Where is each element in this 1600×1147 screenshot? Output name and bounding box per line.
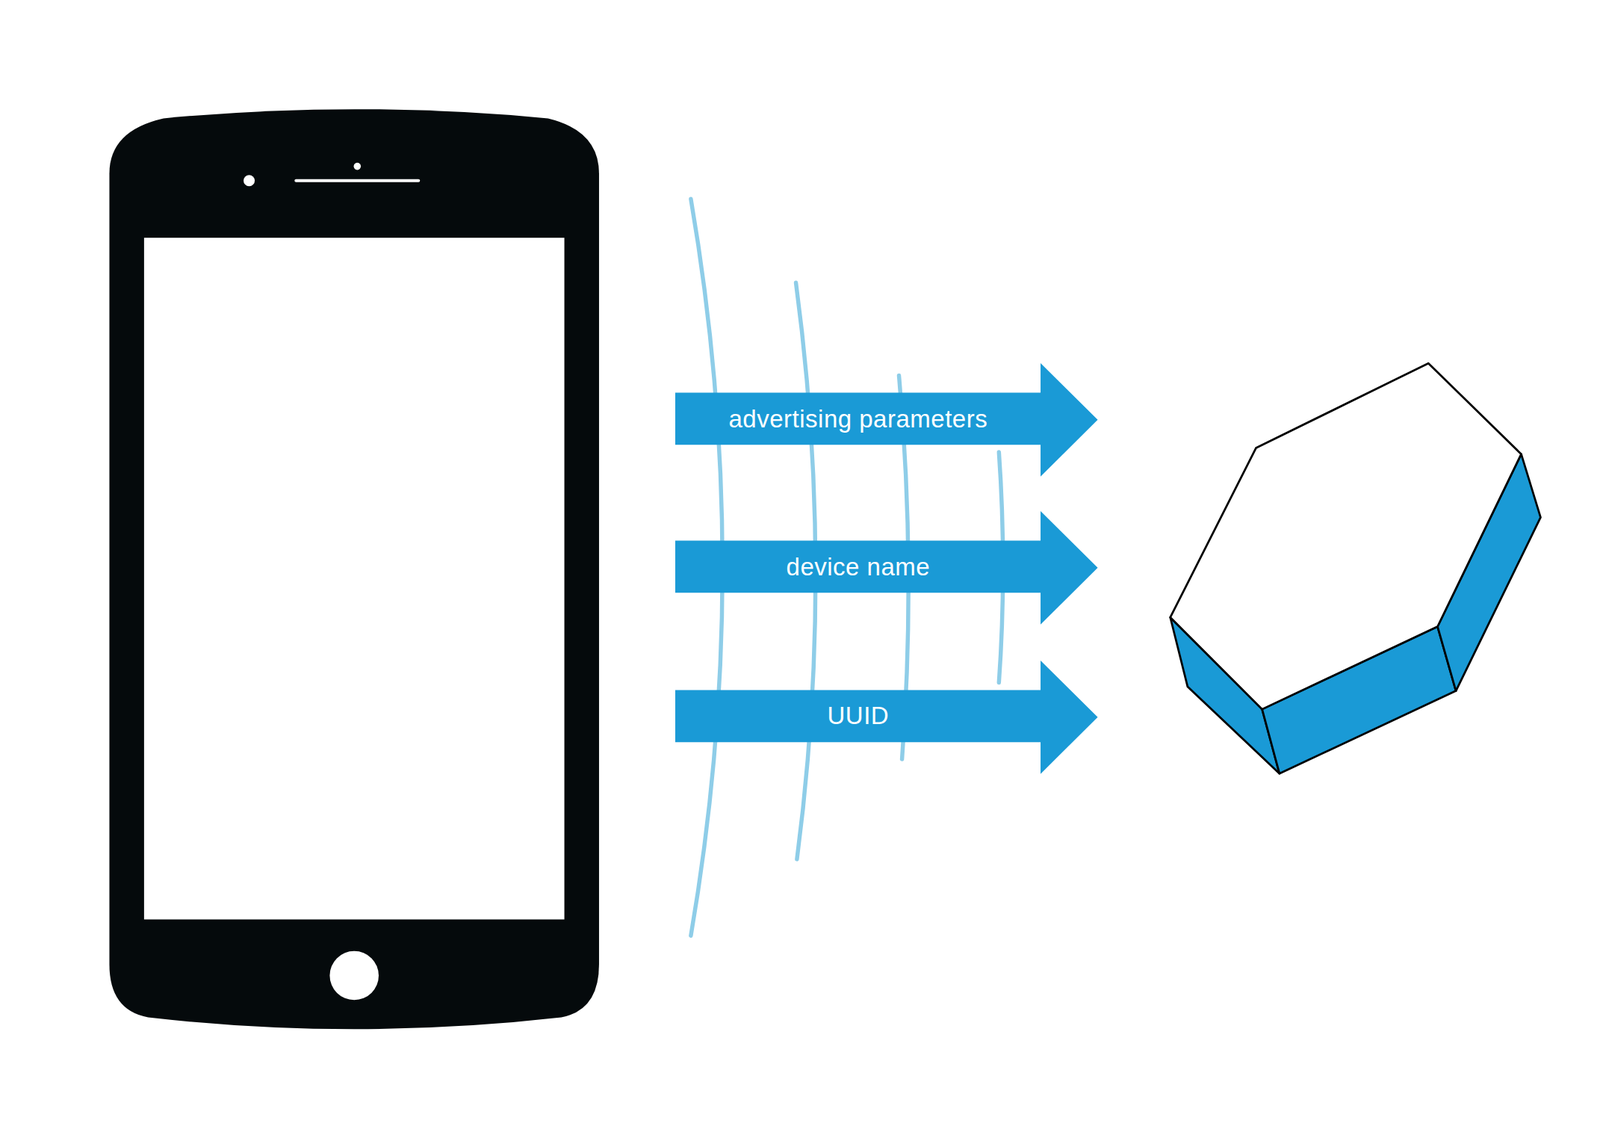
arrow-text: device name [786,552,931,582]
arrow-text: UUID [827,701,890,730]
arrow-text-holder: UUID [675,689,1041,742]
arrow-fill [675,660,1099,774]
device-top [1170,363,1522,709]
phone-camera [243,174,255,186]
phone-screen [144,237,565,919]
phone-home-button [329,950,379,1001]
arrow-text-holder: device name [675,540,1041,594]
phone-sensor [354,162,362,171]
phone-speaker [295,179,419,183]
beacon-device [1170,363,1541,774]
phone-body [109,109,600,1029]
arrow-fill [675,510,1099,625]
arrow-label-box: device name [675,510,1099,625]
arrow-label-box: advertising parameters [675,363,1099,477]
arrow-text: advertising parameters [729,404,989,434]
arrow-fill [675,363,1099,477]
phone-icon [109,109,600,1029]
arrow-text-holder: advertising parameters [675,392,1041,446]
arrow-label-box: UUID [675,660,1099,774]
